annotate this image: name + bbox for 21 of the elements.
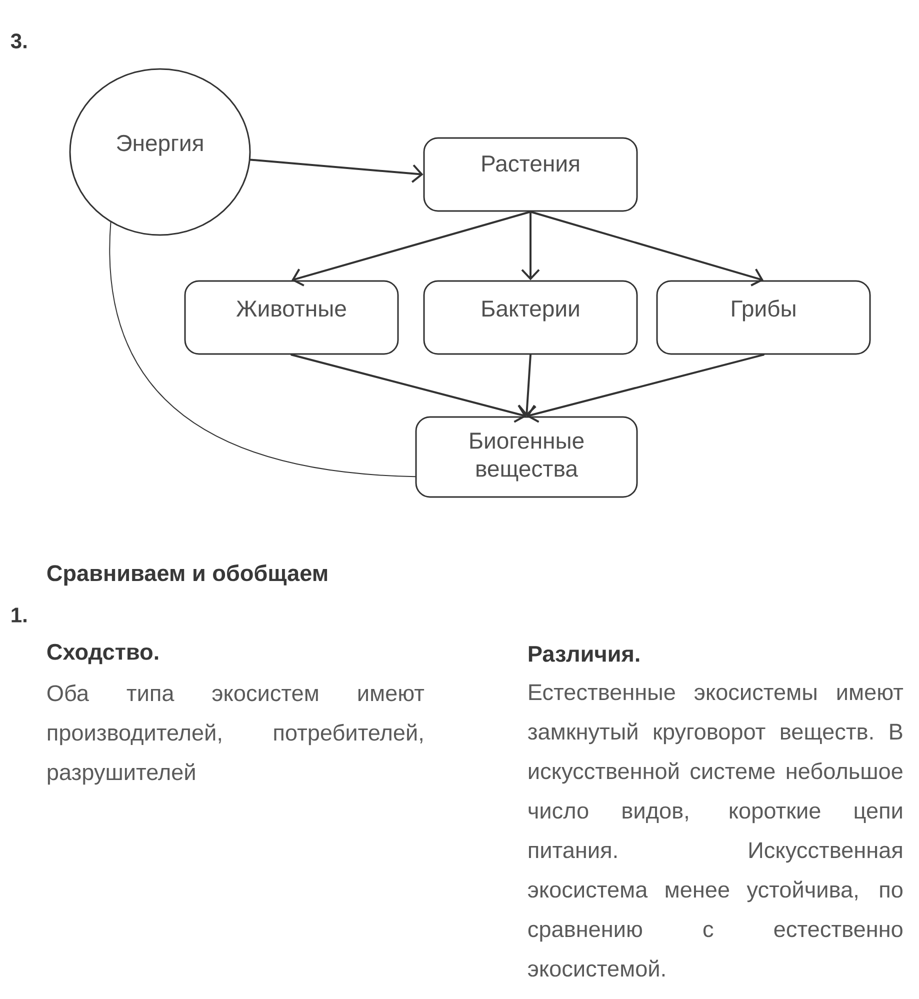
arrow <box>521 210 540 280</box>
arrow <box>290 354 526 423</box>
arrow <box>530 210 764 286</box>
subheading: Сходство. <box>47 644 158 664</box>
rounded-box: Животные <box>184 280 399 355</box>
section-heading: Сравниваем и обобщаем <box>47 564 328 586</box>
arrow <box>292 210 532 286</box>
paragraph: Оба типа экосистем имеют производителей, потребителей, разрушителей <box>47 684 424 785</box>
arrow <box>249 158 424 183</box>
rounded-box: Растения <box>423 137 638 212</box>
subheading: Различия. <box>528 646 640 662</box>
rounded-box: Бактерии <box>423 280 638 355</box>
rounded-box: Биогенные вещества <box>415 416 638 498</box>
paragraph: Естественные экосистемы имеют замкнутый круговорот веществ. В искусственной системе небольшое число видов, короткие цепи питания. Искусственная экосистема менее устойчива, по сравнению с естественно экосистемой. <box>528 684 904 977</box>
arrow <box>518 354 536 416</box>
circle-node: Энергия <box>69 68 251 236</box>
rounded-box: Грибы <box>656 280 871 355</box>
arrow <box>526 354 765 423</box>
task-number: 3. <box>10 34 26 48</box>
task-number: 1. <box>12 608 26 622</box>
curved-line <box>109 222 416 478</box>
